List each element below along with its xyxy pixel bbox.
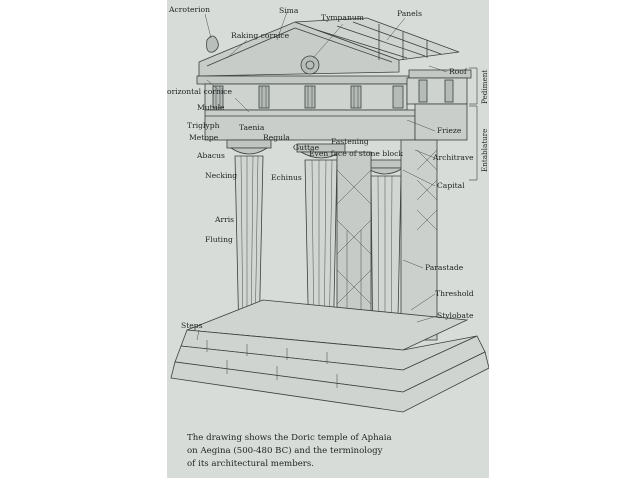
tympanum-disc <box>300 55 320 75</box>
label-metope: Metope <box>189 133 219 142</box>
label-fluting: Fluting <box>205 235 233 244</box>
label-raking-cornice: Raking cornice <box>231 31 290 40</box>
lattice-grille <box>336 149 438 348</box>
acroterion-ornament <box>206 35 219 53</box>
label-panels: Panels <box>397 9 423 18</box>
side-brackets <box>469 67 478 181</box>
label-roof: Roof <box>449 67 467 76</box>
label-entablature: Entablature <box>480 128 489 172</box>
label-taenia: Taenia <box>239 123 265 132</box>
label-echinus: Echinus <box>271 173 302 182</box>
caption-line-1: The drawing shows the Doric temple of Ap… <box>187 433 392 443</box>
caption-line-3: of its architectural members. <box>187 459 315 469</box>
label-pediment: Pediment <box>480 69 489 104</box>
triglyphs <box>212 79 454 109</box>
label-capital: Capital <box>437 181 465 190</box>
label-steps: Steps <box>181 321 203 330</box>
label-arris: Arris <box>215 215 235 224</box>
label-parastade: Parastade <box>425 263 464 272</box>
label-fastening: Fastening <box>331 137 369 146</box>
label-necking: Necking <box>205 171 238 180</box>
label-architrave: Architrave <box>433 153 474 162</box>
label-regula: Regula <box>263 133 290 142</box>
pediment-triangle <box>198 21 400 77</box>
label-tympanum: Tympanum <box>321 13 364 22</box>
doric-temple-drawing <box>170 11 489 413</box>
temple-illustration-plate: Acroterion Raking cornice Sima Tympanum … <box>167 0 489 478</box>
figure-caption: The drawing shows the Doric temple of Ap… <box>187 432 477 471</box>
label-sima: Sima <box>279 6 299 15</box>
label-guttae: Guttae <box>293 143 320 152</box>
label-mutule: Mutule <box>197 103 225 112</box>
label-abacus: Abacus <box>197 151 225 160</box>
caption-line-2: on Aegina (500-480 BC) and the terminolo… <box>187 446 383 456</box>
label-frieze: Frieze <box>437 126 462 135</box>
label-even-face: Even face of stone block <box>309 149 403 158</box>
label-horizontal-cornice: orizontal cornice <box>167 87 233 96</box>
architrave-band <box>204 109 416 141</box>
steps <box>170 299 489 413</box>
leader-lines <box>196 11 448 341</box>
parastade-wall <box>400 139 438 341</box>
label-triglyph: Triglyph <box>187 121 220 130</box>
roof-panels <box>294 17 460 61</box>
label-acroterion: Acroterion <box>169 5 211 14</box>
label-threshold: Threshold <box>435 289 474 298</box>
label-stylobate: Stylobate <box>437 311 474 320</box>
